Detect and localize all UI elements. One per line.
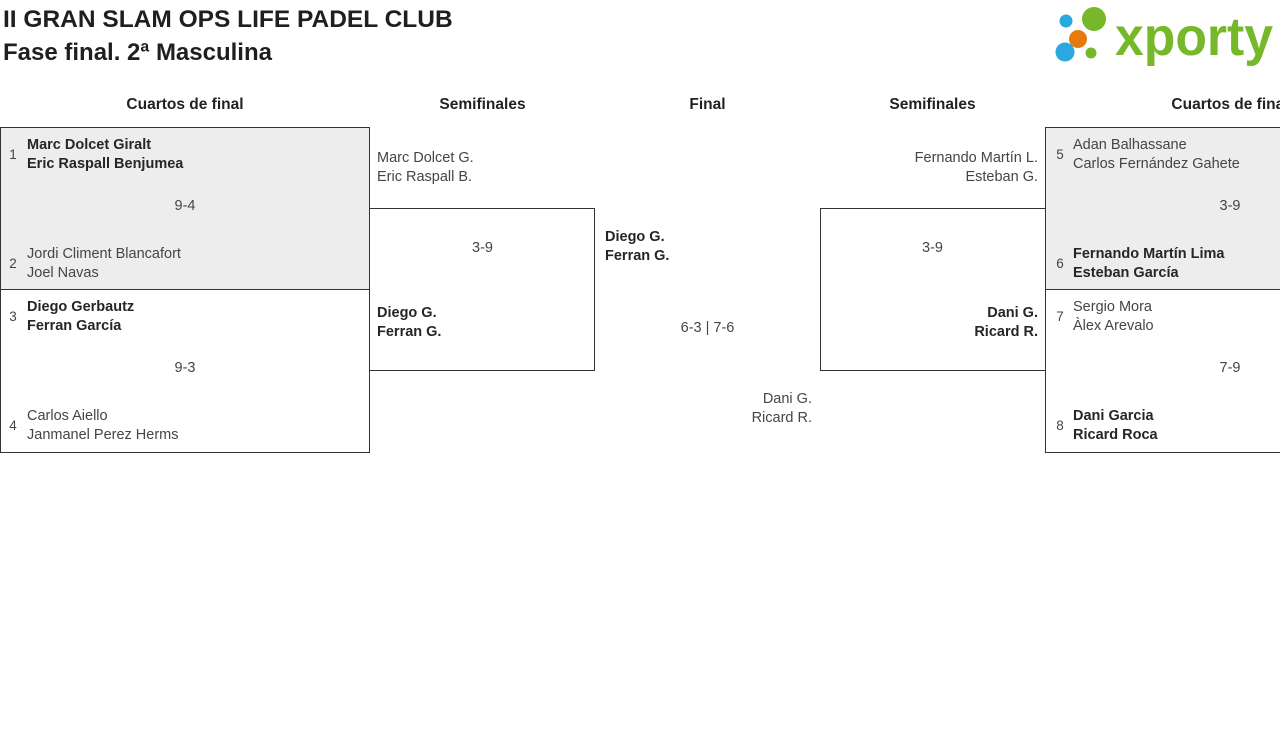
match-score: 3-9 [472, 240, 493, 256]
player-name: Ricard R. [751, 410, 812, 426]
player-name: Diego G. [377, 305, 437, 321]
player-name: Marc Dolcet Giralt [27, 137, 152, 153]
player-name: Eric Raspall Benjumea [27, 156, 184, 172]
team-pair: Fernando Martín L. Esteban G. [820, 149, 1038, 187]
column-header-semifinals-right: Semifinales [889, 96, 976, 113]
player-name: Dani G. [987, 305, 1038, 321]
team-pair: Diego G. Ferran G. [377, 304, 441, 342]
seed-number: 2 [9, 256, 17, 271]
column-header-semifinals-left: Semifinales [439, 96, 526, 113]
player-name: Diego G. [605, 229, 665, 245]
seed-number: 6 [1056, 256, 1064, 271]
team-pair: Dani Garcia Ricard Roca [1073, 407, 1158, 445]
column-header-quarterfinals-right: Cuartos de final [1171, 96, 1280, 113]
column-header-quarterfinals-left: Cuartos de final [126, 96, 244, 113]
player-name: Joel Navas [27, 265, 99, 281]
column-header-final: Final [689, 96, 726, 113]
player-name: Carlos Fernández Gahete [1073, 156, 1240, 172]
player-name: Eric Raspall B. [377, 169, 473, 185]
match-qf2[interactable]: 3 Diego Gerbautz Ferran García 9-3 4 Car… [0, 289, 370, 453]
player-name: Fernando Martín L. [914, 150, 1038, 166]
player-name: Àlex Arevalo [1073, 318, 1154, 334]
seed-number: 1 [9, 147, 17, 162]
match-qf3[interactable]: 5 Adan Balhassane Carlos Fernández Gahet… [1045, 127, 1280, 290]
player-name: Ferran G. [605, 248, 670, 264]
player-name: Jordi Climent Blancafort [27, 246, 181, 262]
final-winner-team: Diego G. Ferran G. [605, 228, 669, 266]
seed-number: 7 [1056, 309, 1064, 324]
player-name: Diego Gerbautz [27, 299, 135, 315]
player-name: Marc Dolcet G. [377, 150, 474, 166]
player-name: Fernando Martín Lima [1073, 246, 1225, 262]
player-name: Ferran García [27, 318, 122, 334]
phase-subtitle: Fase final. 2ª Masculina [3, 39, 272, 66]
team-pair: Fernando Martín Lima Esteban García [1073, 245, 1224, 283]
match-score: 7-9 [1219, 360, 1241, 376]
player-name: Dani Garcia [1073, 408, 1154, 424]
final-score: 6-3 | 7-6 [680, 320, 735, 336]
team-pair: Carlos Aiello Janmanel Perez Herms [27, 407, 179, 445]
player-name: Ricard Roca [1073, 427, 1158, 443]
xporty-wordmark: xporty [1115, 7, 1273, 67]
team-pair: Dani G. Ricard R. [820, 304, 1038, 342]
player-name: Ricard R. [974, 324, 1038, 340]
player-name: Esteban García [1073, 265, 1179, 281]
match-sf1[interactable] [369, 208, 595, 371]
player-name: Ferran G. [377, 324, 442, 340]
player-name: Janmanel Perez Herms [27, 427, 179, 443]
xporty-logo-graphic: xporty [1055, 7, 1273, 67]
team-pair: Marc Dolcet Giralt Eric Raspall Benjumea [27, 136, 183, 174]
seed-number: 4 [9, 418, 17, 433]
match-qf1[interactable]: 1 Marc Dolcet Giralt Eric Raspall Benjum… [0, 127, 370, 290]
final-runner-up-team: Dani G. Ricard R. [612, 390, 812, 428]
match-sf2[interactable] [820, 208, 1046, 371]
team-pair: Diego Gerbautz Ferran García [27, 298, 134, 336]
match-score: 9-4 [174, 198, 196, 214]
team-pair: Jordi Climent Blancafort Joel Navas [27, 245, 181, 283]
xporty-logo[interactable]: xporty [1045, 2, 1280, 68]
seed-number: 3 [9, 309, 17, 324]
match-score: 9-3 [174, 360, 196, 376]
player-name: Sergio Mora [1073, 299, 1152, 315]
player-name: Carlos Aiello [27, 408, 108, 424]
xporty-dots-icon [1055, 7, 1106, 62]
match-score: 3-9 [1219, 198, 1241, 214]
match-qf4[interactable]: 7 Sergio Mora Àlex Arevalo 7-9 8 Dani Ga… [1045, 289, 1280, 453]
player-name: Dani G. [762, 391, 812, 407]
team-pair: Marc Dolcet G. Eric Raspall B. [377, 149, 474, 187]
team-pair: Sergio Mora Àlex Arevalo [1073, 298, 1154, 336]
seed-number: 8 [1056, 418, 1064, 433]
player-name: Esteban G. [965, 169, 1038, 185]
team-pair: Adan Balhassane Carlos Fernández Gahete [1073, 136, 1240, 174]
player-name: Adan Balhassane [1073, 137, 1187, 153]
match-score: 3-9 [922, 240, 943, 256]
page-title: II GRAN SLAM OPS LIFE PADEL CLUB Fase fi… [3, 3, 453, 69]
seed-number: 5 [1056, 147, 1064, 162]
tournament-name: II GRAN SLAM OPS LIFE PADEL CLUB [3, 6, 453, 33]
